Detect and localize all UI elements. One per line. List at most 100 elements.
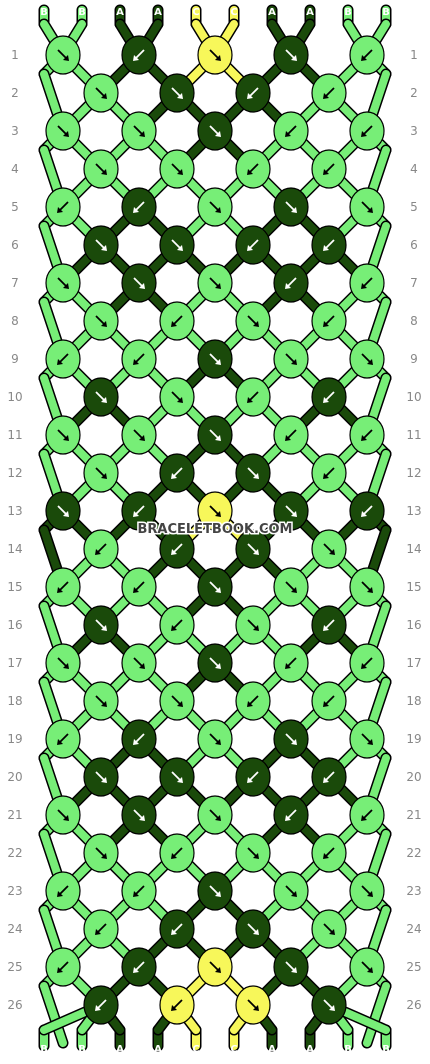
knot-arrow-icon — [209, 809, 221, 821]
knot — [159, 149, 195, 189]
knot-arrow-icon — [133, 505, 145, 517]
knot — [273, 871, 309, 911]
knot-arrow-icon — [361, 961, 373, 973]
row-number-right: 23 — [406, 884, 421, 898]
knot — [235, 453, 271, 493]
knot-arrow-icon — [247, 695, 259, 707]
knot-arrow-icon — [95, 315, 107, 327]
knot-arrow-icon — [57, 657, 69, 669]
knot-arrow-icon — [95, 695, 107, 707]
knot-arrow-icon — [285, 353, 297, 365]
row-number-left: 18 — [7, 694, 22, 708]
knot-arrow-icon — [133, 277, 145, 289]
knot-arrow-icon — [209, 885, 221, 897]
row-number-right: 3 — [410, 124, 418, 138]
knot — [273, 339, 309, 379]
knot-arrow-icon — [95, 391, 107, 403]
knot — [235, 149, 271, 189]
knot-arrow-icon — [57, 581, 69, 593]
knot-arrow-icon — [209, 961, 221, 973]
knot-arrow-icon — [95, 771, 107, 783]
knot-arrow-icon — [209, 277, 221, 289]
row-number-right: 15 — [406, 580, 421, 594]
knot — [235, 681, 271, 721]
knot-arrow-icon — [247, 467, 259, 479]
knot — [83, 681, 119, 721]
knot — [197, 187, 233, 227]
knot — [121, 35, 157, 75]
knot — [45, 491, 81, 531]
knot-arrow-icon — [57, 353, 69, 365]
watermark-halo: BRACELETBOOK.COM — [138, 522, 293, 537]
knot — [197, 643, 233, 683]
knot — [45, 871, 81, 911]
knot — [273, 795, 309, 835]
bottom-strand-label: B — [344, 1044, 352, 1055]
knot-arrow-icon — [285, 429, 297, 441]
knot-arrow-icon — [209, 201, 221, 213]
knot-arrow-icon — [285, 505, 297, 517]
knot-arrow-icon — [247, 87, 259, 99]
knot — [349, 643, 385, 683]
row-number-right: 2 — [410, 86, 418, 100]
knot-arrow-icon — [247, 619, 259, 631]
knot — [349, 795, 385, 835]
top-strand-label: B — [344, 7, 352, 18]
knot-arrow-icon — [285, 125, 297, 137]
knot-arrow-icon — [323, 999, 335, 1011]
knot-arrow-icon — [361, 125, 373, 137]
knot — [349, 35, 385, 75]
knot — [273, 187, 309, 227]
knot — [197, 415, 233, 455]
knot — [159, 377, 195, 417]
row-number-right: 7 — [410, 276, 418, 290]
knot — [235, 73, 271, 113]
knot-arrow-icon — [361, 657, 373, 669]
knot — [235, 909, 271, 949]
row-number-left: 24 — [7, 922, 22, 936]
knot — [273, 263, 309, 303]
row-number-left: 15 — [7, 580, 22, 594]
knot — [311, 833, 347, 873]
row-number-right: 11 — [406, 428, 421, 442]
knot — [159, 605, 195, 645]
knot-arrow-icon — [247, 391, 259, 403]
row-number-left: 12 — [7, 466, 22, 480]
knot — [197, 871, 233, 911]
knot — [121, 871, 157, 911]
knot-arrow-icon — [247, 239, 259, 251]
knot — [349, 415, 385, 455]
knot-arrow-icon — [323, 619, 335, 631]
knot — [349, 719, 385, 759]
knot-arrow-icon — [361, 353, 373, 365]
row-number-left: 2 — [11, 86, 19, 100]
knot-arrow-icon — [323, 87, 335, 99]
knot — [121, 263, 157, 303]
knot — [311, 909, 347, 949]
row-number-left: 6 — [11, 238, 19, 252]
knot — [83, 301, 119, 341]
row-number-right: 22 — [406, 846, 421, 860]
row-number-left: 10 — [7, 390, 22, 404]
knot — [311, 377, 347, 417]
knot-arrow-icon — [133, 581, 145, 593]
row-number-left: 21 — [7, 808, 22, 822]
knot — [45, 795, 81, 835]
knot-arrow-icon — [323, 543, 335, 555]
knot — [45, 263, 81, 303]
knot — [235, 757, 271, 797]
knot — [83, 149, 119, 189]
knot — [121, 643, 157, 683]
knot — [349, 567, 385, 607]
knot — [83, 225, 119, 265]
knot-arrow-icon — [133, 353, 145, 365]
knot — [197, 263, 233, 303]
knot-arrow-icon — [323, 695, 335, 707]
bottom-strand-label: B — [78, 1044, 86, 1055]
row-number-left: 3 — [11, 124, 19, 138]
top-strand-label: B — [40, 7, 48, 18]
knot-arrow-icon — [285, 49, 297, 61]
knot-arrow-icon — [209, 657, 221, 669]
